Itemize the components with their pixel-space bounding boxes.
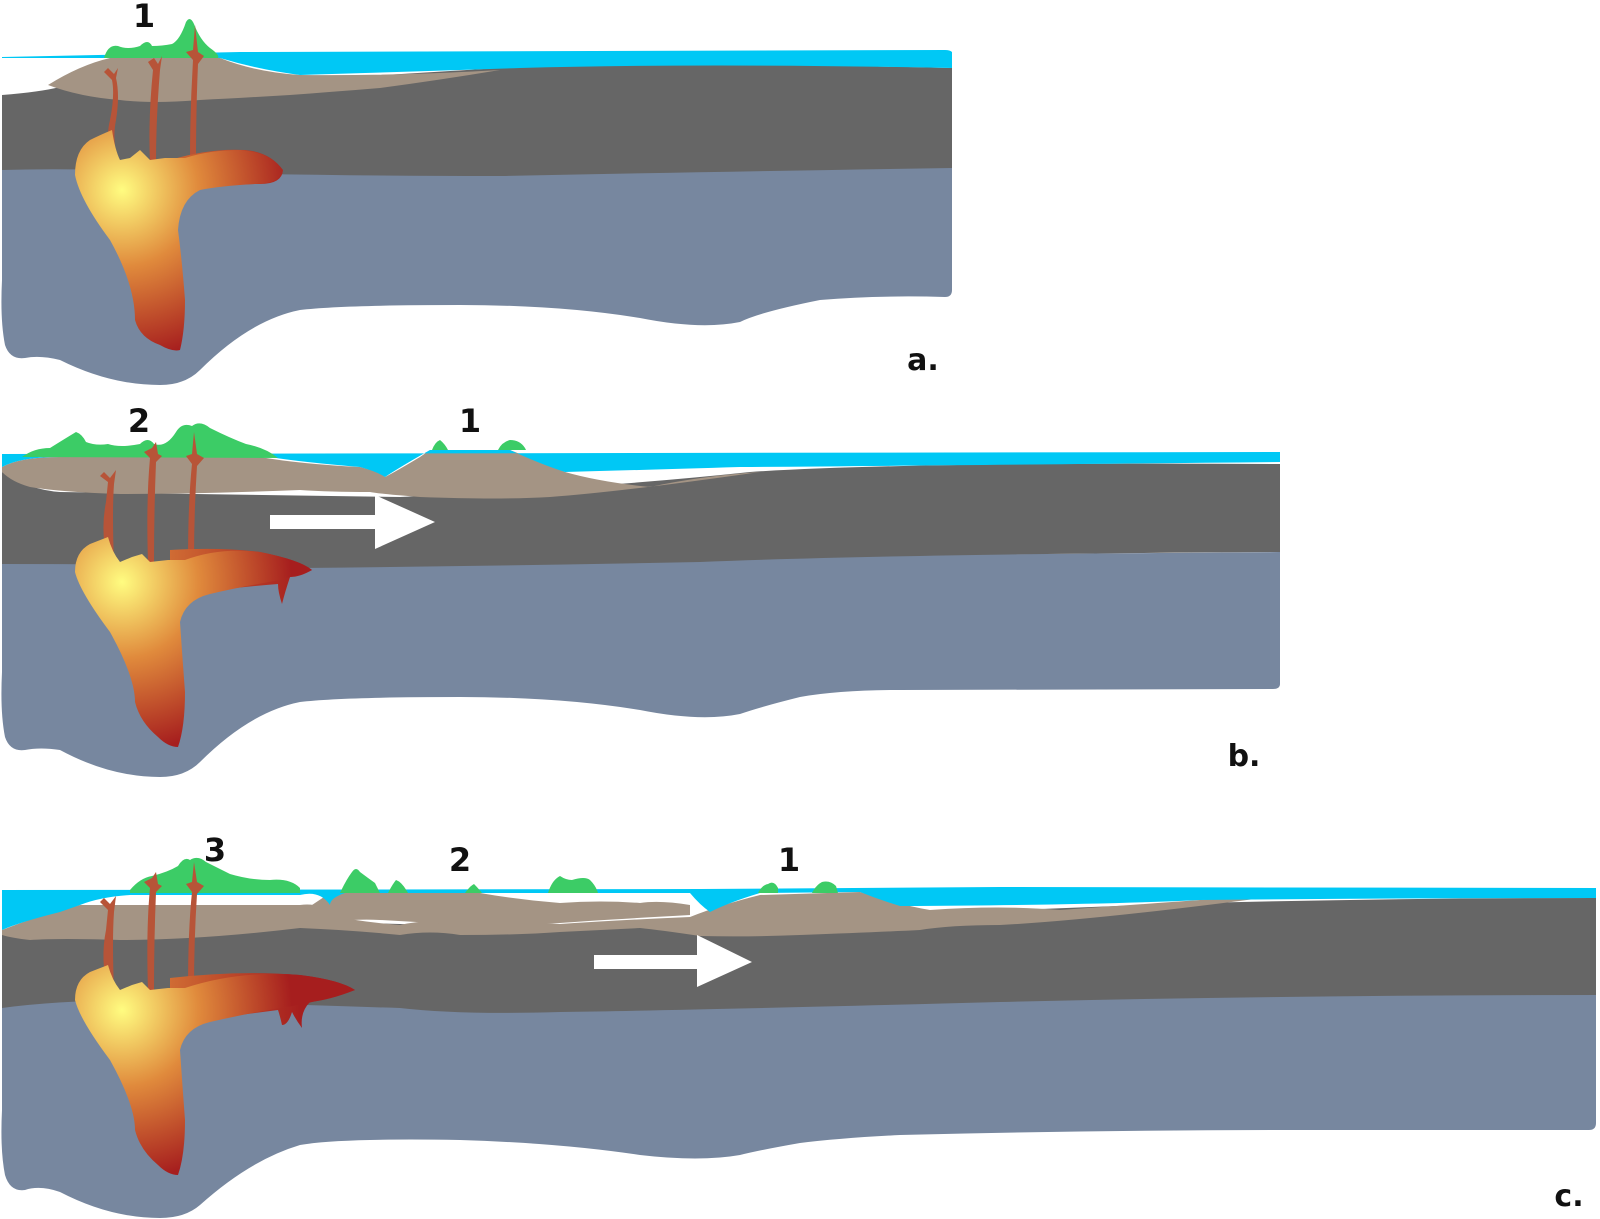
panel-letter-a: a. xyxy=(907,343,939,378)
ocean xyxy=(2,50,952,75)
ocean xyxy=(2,450,1280,477)
volcanic-rock-island-1 xyxy=(48,58,500,102)
mantle-plume xyxy=(75,130,282,351)
vegetation-island-1 xyxy=(758,881,838,893)
magma-conduit xyxy=(100,896,116,990)
island-number-label: 1 xyxy=(133,0,155,35)
mantle-plume xyxy=(75,537,312,747)
magma-conduit xyxy=(186,862,204,990)
panel-a: 1 a. xyxy=(1,0,952,385)
magma-conduit xyxy=(148,56,162,162)
island-number-label: 3 xyxy=(204,831,226,869)
lithosphere xyxy=(2,463,1280,568)
vegetation-island-1 xyxy=(432,440,526,450)
magma-conduit xyxy=(186,25,204,160)
island-number-label: 1 xyxy=(778,841,800,879)
plate-motion-arrow-icon xyxy=(270,495,435,549)
vegetation-island-3 xyxy=(130,857,300,893)
island-number-label: 1 xyxy=(459,402,481,440)
panel-letter-c: c. xyxy=(1554,1179,1583,1214)
volcanic-rock xyxy=(2,892,1300,940)
mantle xyxy=(1,552,1280,777)
magma-conduit xyxy=(144,442,162,562)
magma-conduit xyxy=(144,872,162,990)
plate-motion-arrow-icon xyxy=(594,935,752,987)
mantle xyxy=(1,160,952,385)
panel-c: 3 2 1 c. xyxy=(1,831,1596,1218)
mantle xyxy=(1,975,1596,1218)
panel-letter-b: b. xyxy=(1228,739,1261,774)
volcanic-rock-island-2 xyxy=(299,893,690,928)
ocean xyxy=(2,887,1596,930)
mantle-plume xyxy=(75,965,355,1175)
vegetation-island-2 xyxy=(22,423,278,458)
island-number-label: 2 xyxy=(128,402,150,440)
panel-b: 2 1 b. xyxy=(1,402,1280,777)
vegetation-island-1 xyxy=(104,18,219,58)
magma-conduit xyxy=(186,432,204,562)
island-number-label: 2 xyxy=(449,841,471,879)
magma-conduit xyxy=(104,68,118,160)
vegetation-island-2 xyxy=(340,869,598,893)
